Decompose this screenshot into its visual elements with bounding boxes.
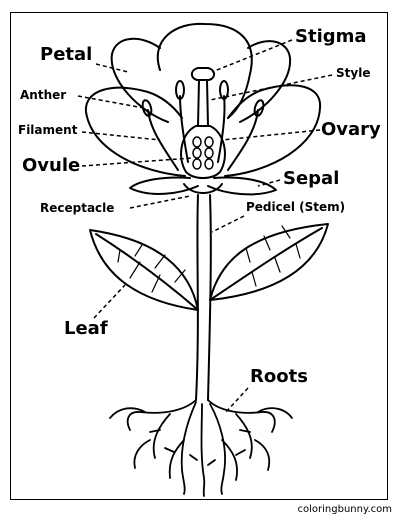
label-filament: Filament <box>18 123 78 137</box>
petal-front-right <box>224 84 322 177</box>
stem <box>195 194 212 401</box>
ovule <box>192 136 202 148</box>
ovule <box>192 147 202 159</box>
diagram-frame <box>10 12 388 500</box>
label-roots: Roots <box>250 366 308 387</box>
anther-left-outer <box>141 99 153 117</box>
petal-back-left <box>110 37 169 123</box>
leaf-right-midrib <box>209 227 323 301</box>
ovule <box>204 158 214 170</box>
label-stigma: Stigma <box>295 26 367 47</box>
label-ovule: Ovule <box>22 155 81 176</box>
leaf-left-midrib <box>95 233 199 311</box>
ovule <box>204 147 214 159</box>
label-sepal: Sepal <box>283 168 340 189</box>
leader-leaf <box>93 284 126 319</box>
leaf-right <box>209 223 329 301</box>
label-receptacle: Receptacle <box>40 201 115 215</box>
label-ovary: Ovary <box>321 119 381 140</box>
leader-filament <box>81 131 161 141</box>
leader-pedicel <box>211 215 245 233</box>
petal-back-right <box>239 40 292 123</box>
ovule <box>204 136 214 148</box>
leader-sepal <box>257 179 281 187</box>
ovary <box>180 125 226 179</box>
roots <box>109 399 293 497</box>
style <box>197 79 209 127</box>
label-leaf: Leaf <box>64 318 108 339</box>
anther-right-outer <box>253 99 265 117</box>
filament-right-inner <box>217 95 226 163</box>
leader-ovary <box>221 129 321 141</box>
label-anther: Anther <box>20 88 67 102</box>
leader-petal <box>95 63 129 73</box>
petal-front-left <box>84 86 186 177</box>
label-pedicel: Pedicel (Stem) <box>246 200 346 214</box>
filament-left-inner <box>179 95 189 163</box>
stigma <box>190 67 216 81</box>
leader-receptacle <box>129 195 191 209</box>
anther-right-inner <box>219 80 229 100</box>
site-credit: coloringbunny.com <box>297 504 392 515</box>
leader-stigma <box>211 39 293 73</box>
leader-ovule <box>81 157 193 167</box>
petal-back-center <box>156 22 253 119</box>
leaf-right-veins <box>245 225 301 287</box>
leaf-left <box>89 229 199 311</box>
label-petal: Petal <box>40 44 93 65</box>
anther-left-inner <box>175 80 185 100</box>
leaf-left-veins <box>117 244 186 293</box>
label-style: Style <box>336 66 371 80</box>
leader-roots <box>225 387 249 413</box>
sepal-right <box>207 176 277 196</box>
sepal-left <box>129 176 199 195</box>
ovule <box>192 158 202 170</box>
ovules <box>192 136 214 170</box>
filament-right-outer <box>227 109 259 171</box>
receptacle <box>183 183 223 194</box>
